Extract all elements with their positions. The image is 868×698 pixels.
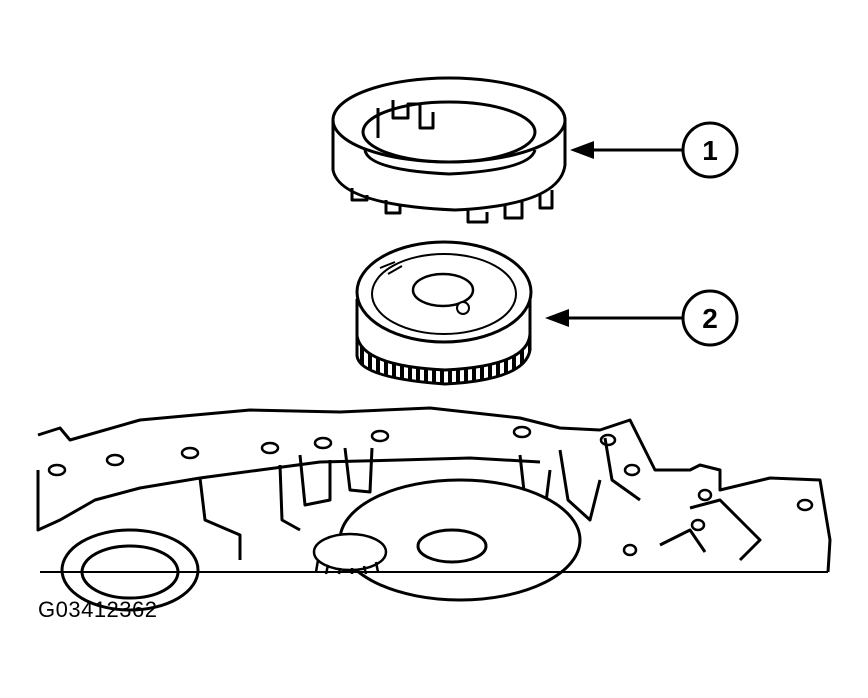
figure-id-label: G03412362	[38, 597, 158, 622]
part-2-gear-assembly	[355, 240, 533, 386]
callout-1-number: 1	[702, 135, 718, 166]
part-1-retaining-ring	[331, 76, 567, 224]
callout-2-circle	[681, 289, 739, 347]
arrowhead-2	[545, 309, 569, 327]
callout-2-number: 2	[702, 303, 718, 334]
transmission-case	[36, 406, 832, 612]
callout-1-circle	[681, 121, 739, 179]
callout-2: 2	[545, 289, 739, 347]
callout-1: 1	[570, 121, 739, 179]
arrowhead-1	[570, 141, 594, 159]
